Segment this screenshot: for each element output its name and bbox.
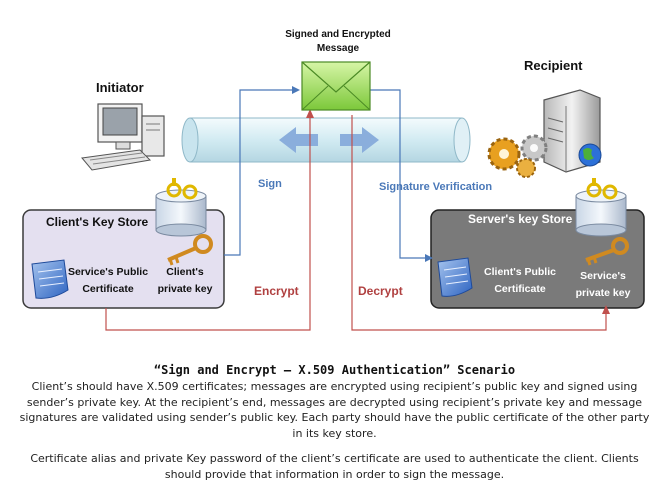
initiator-label: Initiator [96, 80, 144, 95]
decrypt-arrowhead-icon [602, 305, 610, 314]
client-certificate-icon [31, 259, 69, 299]
server-keychain-icon [575, 178, 627, 237]
caption-paragraph-2: Certificate alias and private Key passwo… [30, 452, 639, 481]
bidirectional-arrow-icon [279, 127, 379, 153]
sign-label: Sign [258, 178, 282, 190]
computer-icon [81, 103, 165, 171]
envelope-icon [301, 61, 371, 111]
signature-verification-label: Signature Verification [379, 181, 493, 193]
network-tube [181, 117, 471, 163]
recipient-label: Recipient [524, 58, 583, 73]
caption-paragraph-1: Client’s should have X.509 certificates;… [19, 380, 650, 440]
verification-flow-line [370, 89, 428, 259]
client-keychain-icon [155, 178, 207, 237]
client-store-certificate-label: Service's Public Certificate [67, 266, 149, 295]
decrypt-flow-line [351, 115, 607, 331]
client-private-key-label: Client's private key [157, 266, 213, 295]
message-label: Signed and Encrypted Message [285, 29, 391, 54]
encrypt-label: Encrypt [254, 284, 299, 298]
client-key-store-title: Client's Key Store [46, 215, 149, 229]
client-private-key-icon [167, 234, 213, 266]
sign-flow-line [224, 89, 294, 256]
server-store-certificate-label: Client's Public Certificate [484, 266, 556, 295]
server-key-store-title: Server's key Store [468, 212, 573, 226]
decrypt-label: Decrypt [358, 284, 403, 298]
encrypt-arrowhead-icon [306, 109, 314, 118]
sign-arrowhead-icon [292, 86, 300, 94]
server-private-key-label: Service's private key [575, 270, 631, 299]
diagram-canvas [22, 61, 645, 331]
verification-arrowhead-icon [425, 254, 433, 262]
gears-icon [487, 134, 548, 178]
server-private-key-icon [585, 237, 629, 266]
globe-icon [578, 143, 602, 167]
server-certificate-icon [437, 257, 473, 297]
caption-title: “Sign and Encrypt – X.509 Authentication… [153, 363, 516, 377]
encrypt-flow-line [105, 115, 311, 331]
